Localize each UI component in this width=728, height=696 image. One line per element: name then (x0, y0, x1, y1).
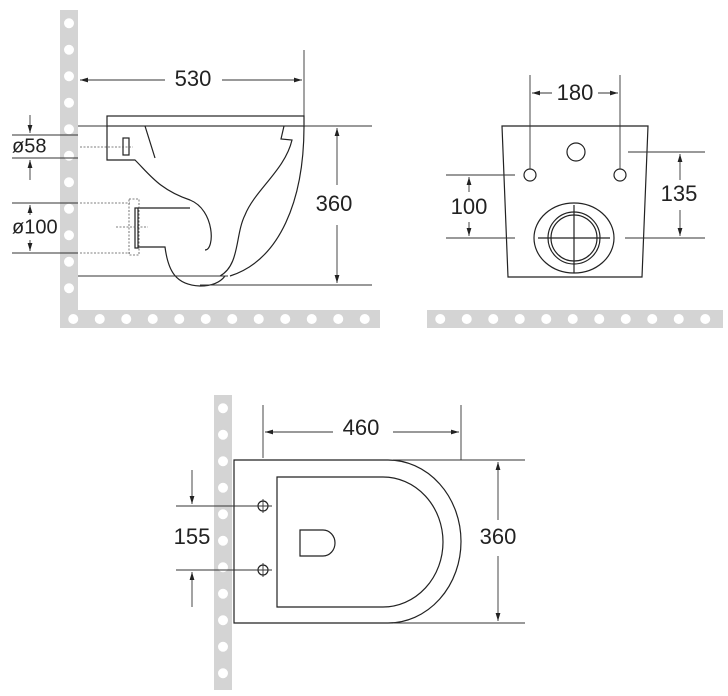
outlet-height-100-label: 100 (451, 194, 488, 219)
side-view: 530 360 ø58 ø100 (12, 50, 372, 287)
wall-hole (218, 535, 228, 546)
wall-hole (64, 44, 74, 55)
top-view: 460 360 155 (174, 405, 525, 624)
wall-hole (218, 588, 228, 599)
wall-hole (94, 314, 105, 324)
wall-hole (218, 615, 228, 626)
wall-hole (541, 314, 552, 324)
wall-strips (60, 10, 723, 690)
wall-hole (647, 314, 658, 324)
outlet-flange (128, 198, 140, 256)
wall-hole (280, 314, 291, 324)
wall-hole (64, 283, 74, 294)
bolt-hole-left (523, 168, 537, 182)
seat-profile (106, 115, 305, 127)
bolt-spacing-155-label: 155 (174, 524, 211, 549)
wall-hole (333, 314, 344, 324)
length-460-label: 460 (343, 415, 380, 440)
rear-outline (501, 125, 649, 278)
wall-hole (174, 314, 185, 324)
bowl-rim-inner (144, 125, 156, 159)
wall-hole (218, 509, 228, 520)
wall-hole (359, 314, 370, 324)
bolt-hole-right (613, 168, 627, 182)
wall-hole (218, 482, 228, 493)
wall-hole (64, 203, 74, 214)
wall-hole (218, 456, 228, 467)
wall-hole (64, 177, 74, 188)
bowl-outline (233, 459, 462, 624)
wall-hole (514, 314, 525, 324)
height-360-label: 360 (316, 191, 353, 216)
flush-hole (299, 529, 336, 557)
wall-hole (64, 256, 74, 267)
wall-hole (121, 314, 132, 324)
wall-hole (306, 314, 317, 324)
wall-hole (435, 314, 446, 324)
wall-hole (673, 314, 684, 324)
bowl-inner-outline (106, 126, 212, 251)
wall-hole (253, 314, 264, 324)
width-530-label: 530 (175, 66, 212, 91)
front-view: 180 100 135 (446, 75, 705, 278)
bowl-outer-outline (138, 125, 305, 287)
wall-hole (68, 314, 79, 324)
wall-hole (700, 314, 711, 324)
wall-hole (594, 314, 605, 324)
wall-hole (488, 314, 499, 324)
seat-opening (276, 476, 444, 608)
wall-hole (200, 314, 211, 324)
wall-hole (64, 124, 74, 135)
wall-hole (218, 641, 228, 652)
side-view-floor (60, 310, 380, 328)
outlet-diameter-label: ø100 (12, 216, 58, 238)
wall-hole (64, 18, 74, 29)
inlet-hole (566, 142, 586, 162)
wall-hole (461, 314, 472, 324)
wall-hole (218, 562, 228, 573)
wall-hole (620, 314, 631, 324)
wall-hole (218, 403, 228, 414)
wall-hole (227, 314, 238, 324)
wall-hole (64, 150, 74, 161)
wall-hole (147, 314, 158, 324)
bowl-inner-curve (219, 125, 293, 277)
wall-hole (64, 97, 74, 108)
width-360-label: 360 (480, 524, 517, 549)
wall-hole (64, 230, 74, 241)
inlet-height-135-label: 135 (661, 181, 698, 206)
outlet-connector (134, 207, 139, 249)
inlet-diameter-label: ø58 (12, 135, 46, 157)
wall-hole (567, 314, 578, 324)
bolt-spacing-180-label: 180 (557, 80, 594, 105)
wall-hole (218, 429, 228, 440)
inlet-connector (122, 137, 130, 156)
wall-hole (218, 668, 228, 679)
wall-hole (64, 71, 74, 82)
